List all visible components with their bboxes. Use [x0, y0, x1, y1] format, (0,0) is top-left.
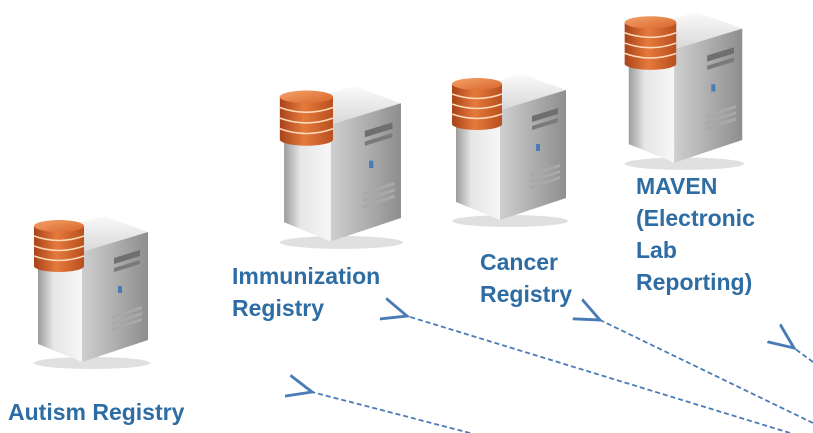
autism-registry-label: Autism Registry: [8, 399, 185, 425]
dashed-arrow-maven: [794, 348, 813, 363]
cancer-registry-label: Cancer Registry: [480, 249, 573, 307]
dashed-arrow-autism: [312, 392, 471, 433]
dashed-arrow-immunization: [407, 316, 791, 433]
dashed-arrow-cancer: [600, 320, 813, 424]
immunization-registry-label: Immunization Registry: [232, 263, 381, 321]
maven-label: MAVEN (Electronic Lab Reporting): [636, 173, 755, 295]
